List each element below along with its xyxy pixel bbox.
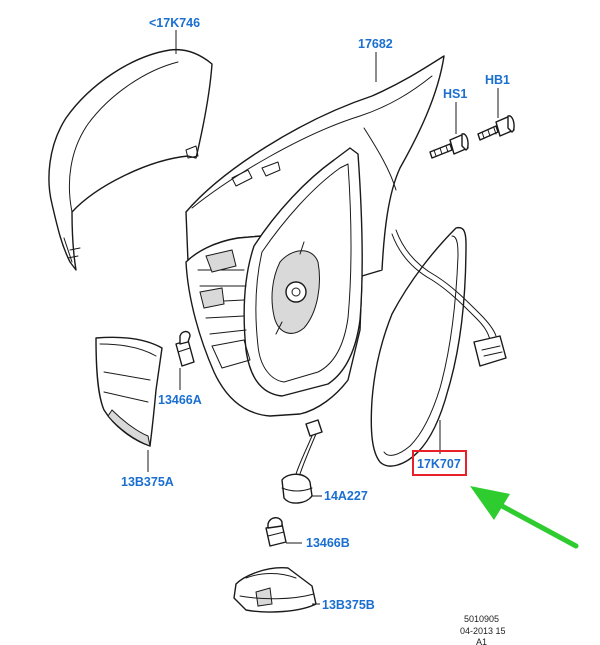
mirror-cover xyxy=(48,48,213,271)
label-screw-hs1: HS1 xyxy=(443,87,467,101)
footer-sheet: A1 xyxy=(476,637,487,645)
footer-date-code: 04-2013 15 xyxy=(460,626,506,636)
label-lamp-left: 13B375A xyxy=(121,475,174,489)
label-lamp-bottom: 13B375B xyxy=(322,598,375,612)
lamp-13b375a xyxy=(95,336,163,447)
lamp-13b375b xyxy=(233,567,317,613)
mirror-housing xyxy=(185,55,445,417)
screw-hb1 xyxy=(477,115,515,141)
label-bulb-left: 13466A xyxy=(158,393,202,407)
bulb-13466a xyxy=(175,330,195,367)
bulb-13466b xyxy=(265,517,287,547)
label-harness: 14A227 xyxy=(324,489,368,503)
pointer-arrow xyxy=(470,486,579,549)
label-housing: 17682 xyxy=(358,37,393,51)
label-cover: <17K746 xyxy=(149,16,200,30)
highlight-box xyxy=(412,450,467,476)
footer-ref-number: 5010905 xyxy=(464,614,499,624)
leader-lines xyxy=(147,30,499,605)
harness-14a227 xyxy=(281,419,323,504)
screw-hs1 xyxy=(429,133,469,159)
label-screw-hb1: HB1 xyxy=(485,73,510,87)
label-bulb-bottom: 13466B xyxy=(306,536,350,550)
mirror-glass xyxy=(370,226,507,467)
label-glass: 17K707 xyxy=(417,457,461,471)
